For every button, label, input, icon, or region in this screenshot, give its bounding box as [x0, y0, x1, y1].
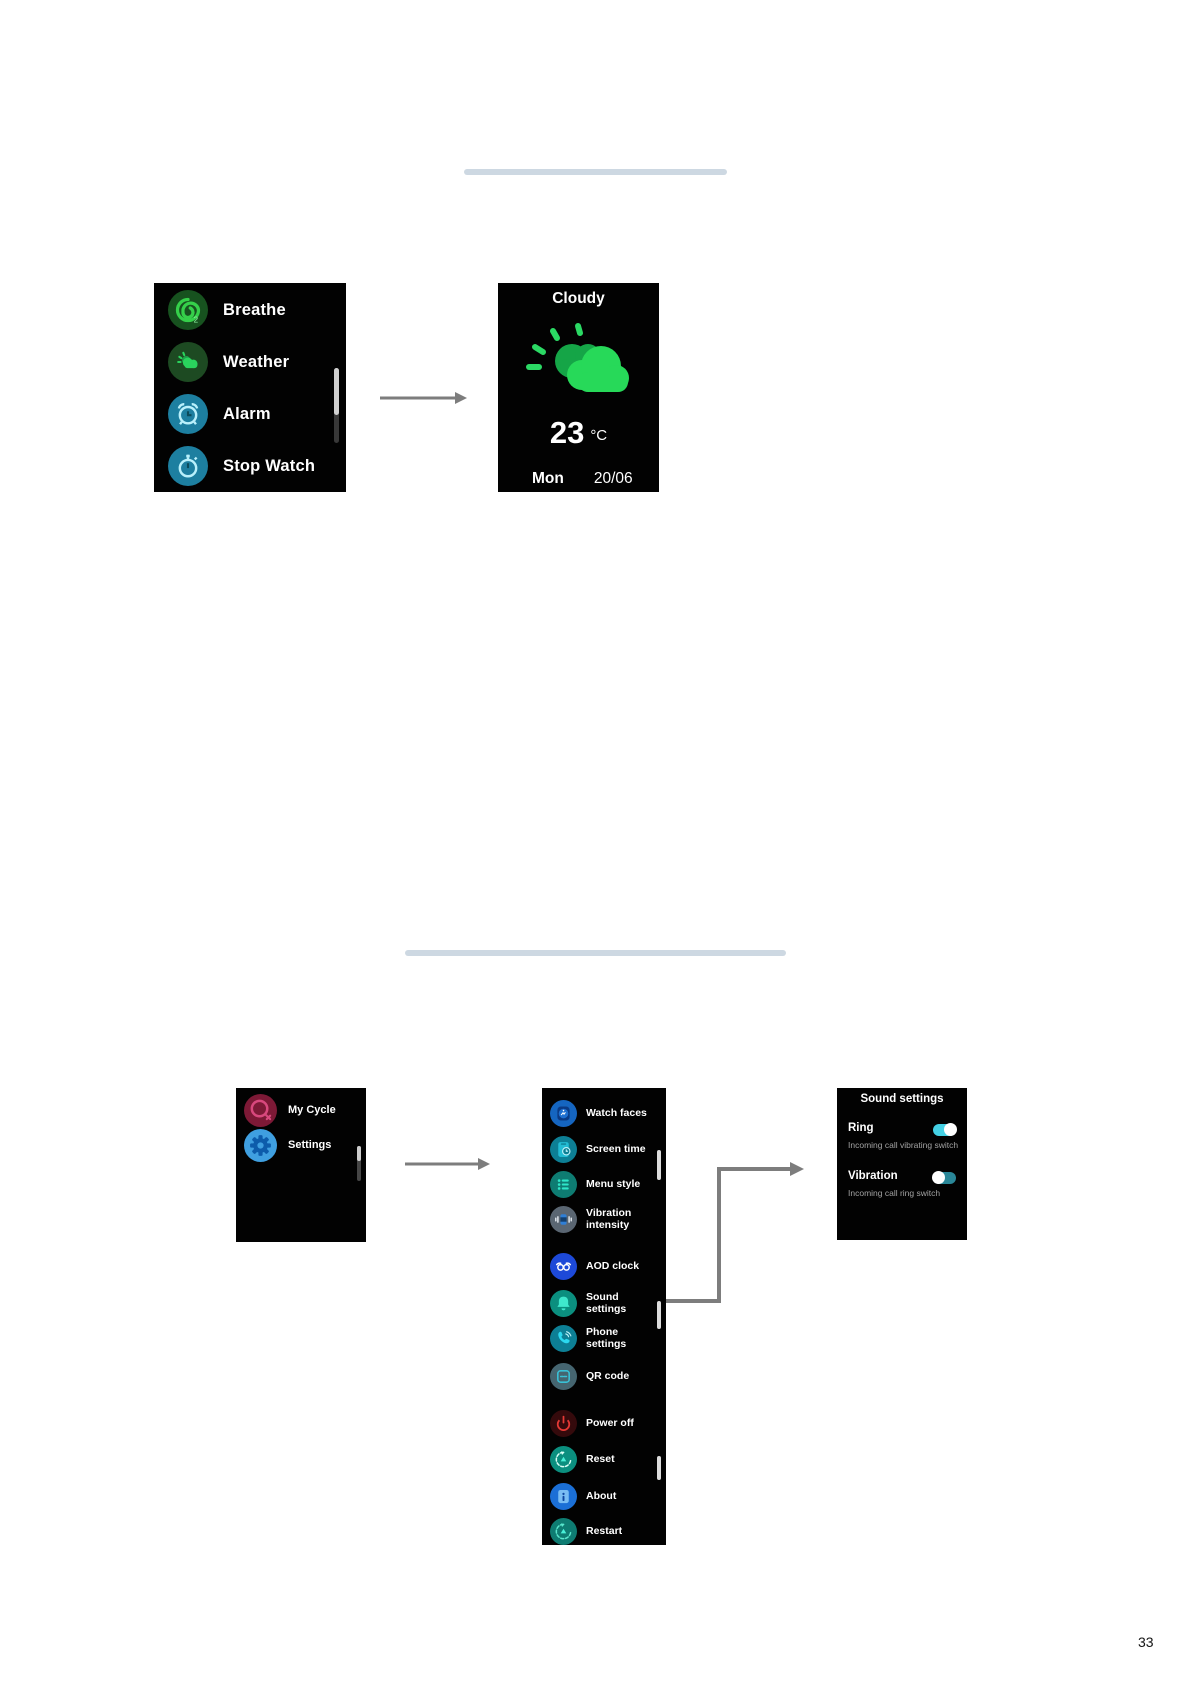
scrollbar-thumb[interactable]: [657, 1456, 661, 1480]
scrollbar-thumb[interactable]: [657, 1301, 661, 1329]
menu-item-weather[interactable]: Weather: [168, 342, 338, 382]
about-icon: [550, 1482, 577, 1510]
settings-item-label: Reset: [586, 1452, 615, 1465]
temperature-value: 23: [549, 415, 585, 450]
section-divider-top: [464, 169, 727, 175]
vibration-intensity-icon: [550, 1205, 577, 1233]
sound-settings-icon: [550, 1289, 577, 1317]
settings-item-label: Vibration intensity: [586, 1206, 632, 1231]
ring-label: Ring: [848, 1122, 874, 1134]
settings-item-reset[interactable]: Reset: [550, 1445, 660, 1473]
sound-settings-title: Sound settings: [860, 1093, 944, 1105]
menu-item-label: Alarm: [223, 404, 271, 423]
menu-item-my-cycle[interactable]: My Cycle: [244, 1093, 359, 1127]
settings-item-watch-faces[interactable]: Watch faces: [550, 1099, 660, 1127]
menu-item-label: Weather: [223, 352, 290, 371]
weekday-label: Mon: [532, 470, 564, 487]
settings-item-menu-style[interactable]: Menu style: [550, 1170, 660, 1198]
settings-item-qr-code[interactable]: QR code: [550, 1362, 660, 1390]
settings-item-screen-time[interactable]: Screen time: [550, 1135, 660, 1163]
date-row: Mon 20/06: [498, 470, 659, 488]
settings-item-label: Phone settings: [586, 1325, 627, 1350]
settings-item-label: About: [586, 1489, 617, 1502]
vibration-sublabel: Incoming call ring switch: [848, 1188, 941, 1198]
aod-clock-icon: [550, 1252, 577, 1280]
temperature-unit: °C: [590, 427, 608, 444]
settings-item-label: Menu style: [586, 1177, 641, 1190]
phone-settings-icon: [550, 1324, 577, 1352]
scrollbar-thumb[interactable]: [357, 1146, 361, 1161]
watch-screen-weather: Cloudy 23 °C Mon: [498, 283, 659, 492]
watch-screen-menu: My Cycle Settings: [236, 1088, 366, 1242]
settings-item-label: AOD clock: [586, 1259, 640, 1272]
toggle-knob: [932, 1171, 945, 1184]
scrollbar-thumb[interactable]: [334, 368, 339, 415]
vibration-label: Vibration: [848, 1170, 898, 1182]
settings-item-power-off[interactable]: Power off: [550, 1409, 660, 1437]
menu-item-stopwatch[interactable]: Stop Watch: [168, 446, 338, 486]
ring-sublabel: Incoming call vibrating switch: [848, 1140, 959, 1150]
arrow-menu-to-weather: [380, 392, 467, 404]
settings-item-sound-settings[interactable]: Sound settings: [550, 1289, 660, 1317]
menu-item-label: Stop Watch: [223, 456, 316, 475]
svg-text:2: 2: [194, 316, 199, 325]
ring-toggle[interactable]: [933, 1123, 957, 1136]
weather-condition: Cloudy: [552, 290, 605, 307]
settings-item-restart[interactable]: Restart: [550, 1517, 660, 1545]
menu-style-icon: [550, 1170, 577, 1198]
watch-screen-settings-list: Watch faces Screen time: [542, 1088, 666, 1545]
menu-item-label: Breathe: [223, 300, 286, 319]
settings-item-label: Sound settings: [586, 1290, 627, 1315]
stopwatch-icon: [168, 446, 208, 486]
settings-item-label: Power off: [586, 1416, 634, 1429]
settings-gear-icon: [244, 1128, 277, 1162]
settings-item-aod-clock[interactable]: AOD clock: [550, 1252, 660, 1280]
section-divider-middle: [405, 950, 786, 956]
page-number: 33: [1138, 1634, 1154, 1650]
menu-item-label: Settings: [288, 1139, 332, 1151]
temperature-reading: 23 °C: [498, 417, 659, 448]
alarm-clock-icon: [168, 394, 208, 434]
qr-code-icon: [550, 1362, 577, 1390]
menu-item-alarm[interactable]: Alarm: [168, 394, 338, 434]
menu-item-breathe[interactable]: 2 Breathe: [168, 290, 338, 330]
screen-time-icon: [550, 1135, 577, 1163]
breathe-icon: 2: [168, 290, 208, 330]
settings-item-vibration-intensity[interactable]: Vibration intensity: [550, 1205, 660, 1233]
settings-item-phone-settings[interactable]: Phone settings: [550, 1324, 660, 1352]
watch-faces-icon: [550, 1099, 577, 1127]
arrow-menu-to-settings: [405, 1158, 490, 1170]
arrow-sound-settings-connector: [666, 1162, 804, 1303]
vibration-toggle[interactable]: [932, 1171, 956, 1184]
settings-item-label: Restart: [586, 1524, 623, 1537]
watch-screen-sound-settings: Sound settings Ring Incoming call vibrat…: [837, 1088, 967, 1240]
my-cycle-icon: [244, 1093, 277, 1127]
scrollbar-track[interactable]: [357, 1146, 361, 1181]
scrollbar-thumb[interactable]: [657, 1150, 661, 1180]
settings-item-label: QR code: [586, 1369, 630, 1382]
settings-item-label: Watch faces: [586, 1106, 647, 1119]
menu-item-label: My Cycle: [288, 1104, 336, 1116]
power-off-icon: [550, 1409, 577, 1437]
menu-item-settings[interactable]: Settings: [244, 1128, 359, 1162]
toggle-knob: [944, 1123, 957, 1136]
cloudy-sun-icon: [518, 319, 636, 416]
watch-screen-app-menu: 2 Breathe Weather: [154, 283, 346, 492]
settings-item-about[interactable]: About: [550, 1482, 660, 1510]
weather-icon: [168, 342, 208, 382]
date-label: 20/06: [593, 470, 633, 487]
reset-icon: [550, 1445, 577, 1473]
restart-icon: [550, 1517, 577, 1545]
settings-item-label: Screen time: [586, 1142, 646, 1155]
